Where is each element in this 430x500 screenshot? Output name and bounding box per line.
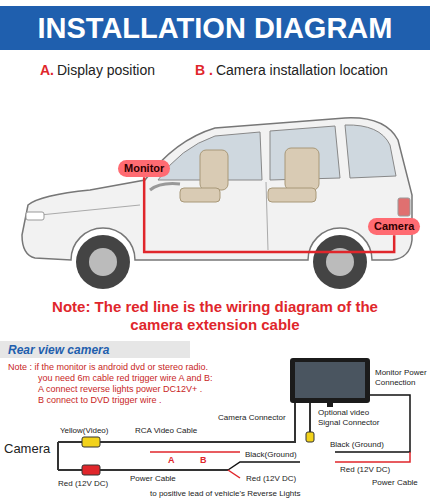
heading-band	[0, 341, 190, 358]
section-letter: B .	[195, 62, 213, 79]
note-line: Note : if the monitor is android dvd or …	[8, 362, 208, 373]
section-heading: Rear view camera	[8, 343, 109, 357]
connector-label: Monitor Power Connection	[375, 368, 427, 387]
wire-label: Red (12V DC)	[58, 479, 108, 489]
location-name: Monitor	[124, 162, 164, 175]
note-line: you need 6m cable red trigger wire A and…	[38, 373, 213, 384]
connector-label: Camera Connector	[218, 413, 286, 423]
title-text: INSTALLATION DIAGRAM	[38, 12, 393, 45]
location-name: Camera	[374, 220, 414, 233]
wire-label: Black (Ground)	[330, 440, 384, 450]
location-dot: Monitor	[118, 160, 170, 177]
cable-label: Power Cable	[130, 474, 176, 484]
wire-note: to positive lead of vehicle's Reverse Li…	[150, 489, 301, 499]
car-illustration	[22, 118, 412, 289]
wire-letter: A	[168, 455, 175, 466]
connector-label: Optional video Signal Connector	[318, 408, 388, 427]
wire-label: Black(Ground)	[245, 450, 297, 460]
wire-label: Yellow(Video)	[60, 426, 108, 436]
device-name: Camera	[4, 441, 50, 457]
extension-cable	[144, 177, 394, 252]
title-band: INSTALLATION DIAGRAM	[0, 6, 430, 50]
wire-label: Red (12V DC)	[340, 465, 390, 475]
section-text: Camera installation location	[216, 62, 388, 79]
location-dot: Camera	[368, 218, 420, 235]
wire-label: Red (12V DC)	[246, 474, 296, 484]
note-text: Note: The red line is the wiring diagram…	[35, 298, 395, 334]
section-letter: A.	[40, 62, 54, 79]
note-line: A connect reverse lights power DC12V+ .	[38, 384, 202, 395]
wire-letter: B	[200, 455, 207, 466]
cable-label: RCA Video Cable	[135, 426, 197, 436]
note-line: B connect to DVD trigger wire .	[38, 395, 162, 406]
section-text: Display position	[57, 62, 155, 79]
cable-label: Power Cable	[372, 478, 418, 488]
